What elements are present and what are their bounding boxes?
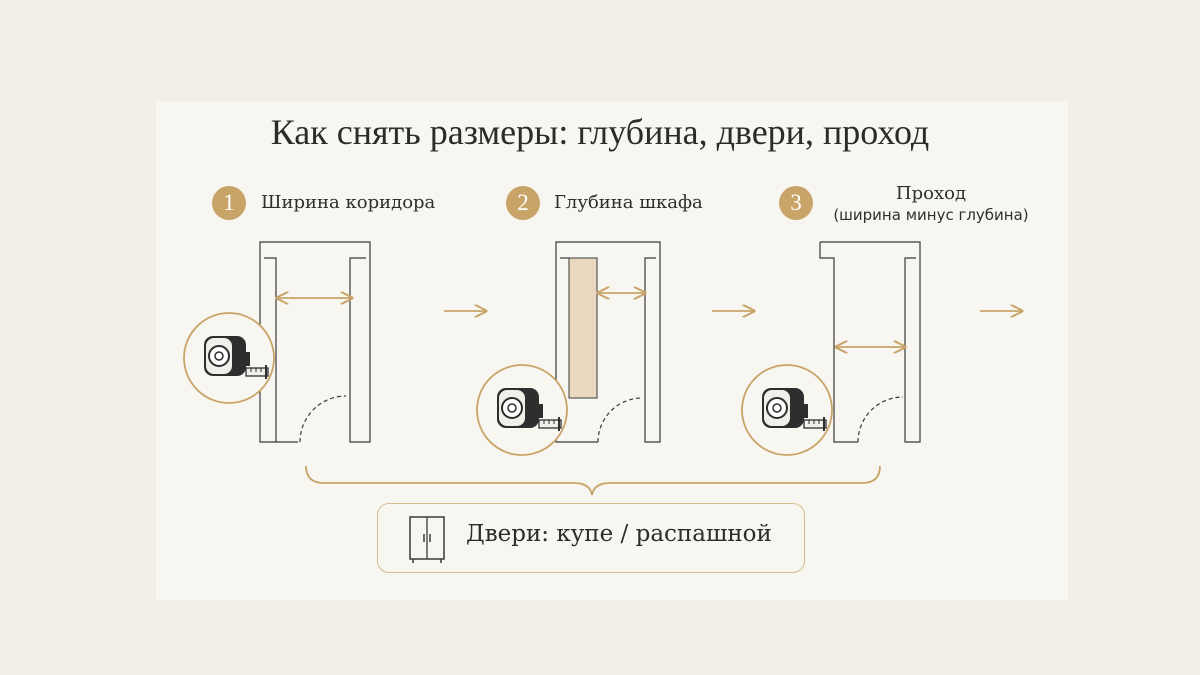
wardrobe-icon [409,516,445,563]
page-title: Как снять размеры: глубина, двери, прохо… [270,112,930,152]
step-3-sublabel: (ширина минус глубина) [833,206,1029,224]
corridor-plan-3 [819,241,921,443]
wardrobe-cabinet [568,257,598,399]
step-2-badge: 2 [506,186,540,220]
doors-type-box [377,503,805,573]
tape-measure-icon [183,312,275,404]
tape-measure-icon [476,364,568,456]
step-3-badge: 3 [779,186,813,220]
step-1-badge: 1 [212,186,246,220]
step-2-label: Глубина шкафа [554,192,703,213]
step-3-caption: Проход (ширина минус глубина) [820,183,1042,224]
doors-label: Двери: купе / распашной [466,521,772,547]
step-3-label: Проход [895,183,967,204]
grouping-brace [305,465,881,496]
tape-measure-icon [741,364,833,456]
corridor-plan-1 [259,241,371,443]
step-1-label: Ширина коридора [261,192,436,213]
